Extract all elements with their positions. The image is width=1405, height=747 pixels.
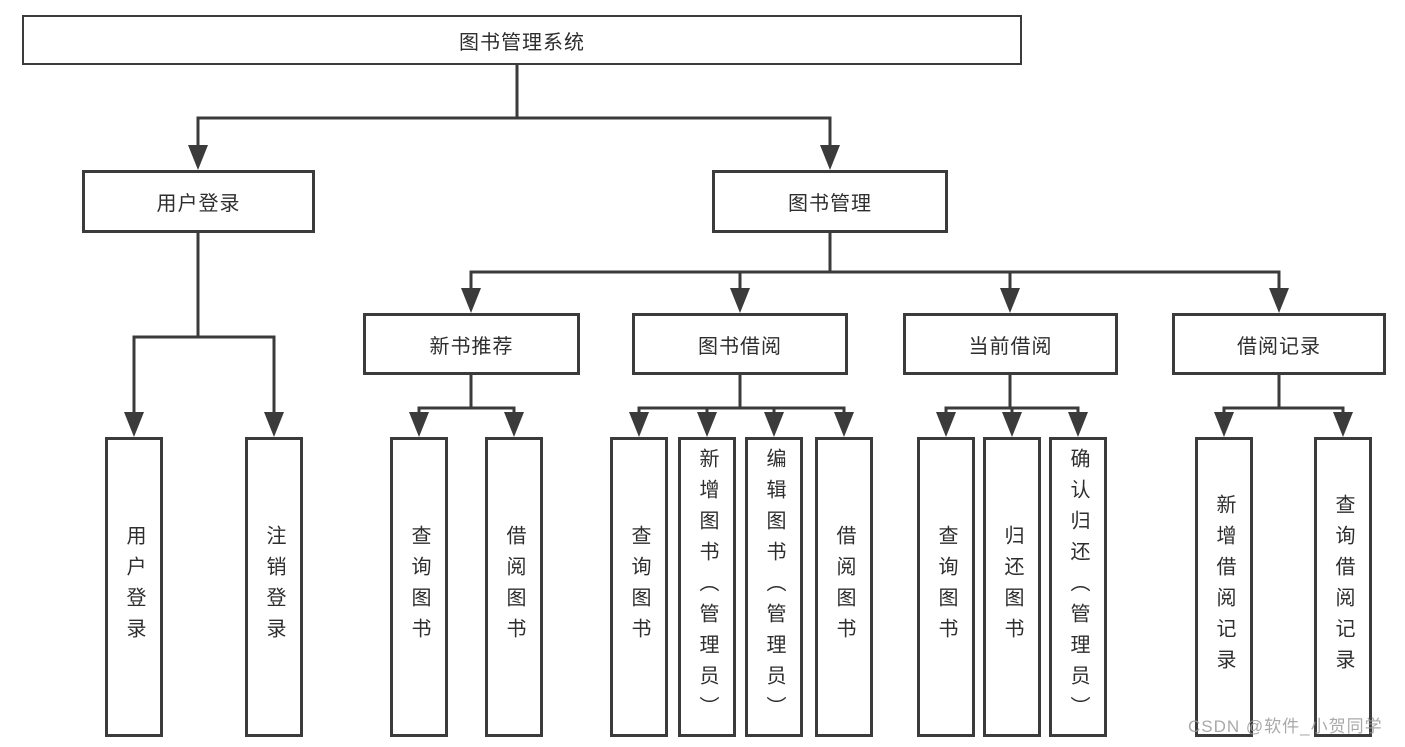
leaf-edit-books-admin: 编辑图书（管理员） [745,437,803,737]
node-current-borrowing: 当前借阅 [903,313,1118,375]
leaf-return-books: 归还图书 [983,437,1041,737]
arrowhead [461,288,481,313]
arrowhead [1068,412,1088,437]
node-label: 图书管理 [788,193,872,215]
node-label: 新书推荐 [429,335,514,358]
leaf-add-borrow-record: 新增借阅记录 [1195,437,1253,737]
node-label: 用户登录 [123,525,145,649]
arrowhead [504,412,524,437]
arrowhead [1214,412,1234,437]
arrowhead [730,288,750,313]
node-label: 图书借阅 [698,335,782,358]
connector-current-borrow-rail [944,375,1080,414]
node-label: 归还图书 [1001,525,1023,649]
leaf-query-borrow-record: 查询借阅记录 [1314,437,1372,737]
node-label: 新增借阅记录 [1213,494,1235,680]
node-label: 新增图书（管理员） [696,447,718,727]
arrowhead [264,412,284,437]
connector-book-borrow-rail [637,375,846,414]
connector-borrow-records-rail [1222,375,1345,414]
leaf-borrow-books: 借阅图书 [815,437,873,737]
arrowheads [124,145,1353,437]
node-user-login: 用户登录 [82,170,315,233]
node-label: 确认归还（管理员） [1067,447,1089,727]
leaf-logout: 注销登录 [245,437,303,737]
node-label: 查询图书 [935,525,957,649]
node-label: 注销登录 [263,525,285,649]
arrowhead [834,412,854,437]
node-label: 查询图书 [628,525,650,649]
node-label: 借阅图书 [503,525,525,649]
csdn-watermark: CSDN @软件_小贺同学 [1188,717,1383,736]
node-borrowing-records: 借阅记录 [1172,313,1386,375]
leaf-query-books-current: 查询图书 [917,437,975,737]
node-library-management-system: 图书管理系统 [22,15,1022,65]
leaf-confirm-return-admin: 确认归还（管理员） [1049,437,1107,737]
leaf-borrow-books-recommend: 借阅图书 [485,437,543,737]
leaf-query-books-recommend: 查询图书 [390,437,448,737]
arrowhead [820,145,840,170]
node-label: 编辑图书（管理员） [763,447,785,727]
arrowhead [1000,288,1020,313]
arrowhead [409,412,429,437]
arrowhead [764,412,784,437]
connector-level3-drops [738,272,1012,290]
arrowhead [188,145,208,170]
connector-user-login-rail [132,335,276,414]
node-label: 查询借阅记录 [1332,494,1354,680]
leaf-query-books-borrow: 查询图书 [610,437,668,737]
node-new-book-recommendation: 新书推荐 [363,313,580,375]
node-label: 图书管理系统 [459,31,585,54]
arrowhead [124,412,144,437]
node-label: 当前借阅 [968,335,1053,358]
leaf-user-login: 用户登录 [105,437,163,737]
arrowhead [936,412,956,437]
node-label: 查询图书 [408,525,430,649]
node-label: 用户登录 [156,193,241,215]
arrowhead [1269,288,1289,313]
node-book-borrowing: 图书借阅 [632,313,848,375]
arrowhead [629,412,649,437]
arrowhead [1002,412,1022,437]
node-label: 借阅图书 [833,525,855,649]
node-book-management: 图书管理 [712,170,948,233]
connector-level3-rail [469,270,1281,290]
node-label: 借阅记录 [1237,335,1321,358]
leaf-add-books-admin: 新增图书（管理员） [678,437,736,737]
arrowhead [697,412,717,437]
connector-new-books-rail [417,375,516,414]
connector-level2-rail [196,116,832,147]
arrowhead [1333,412,1353,437]
